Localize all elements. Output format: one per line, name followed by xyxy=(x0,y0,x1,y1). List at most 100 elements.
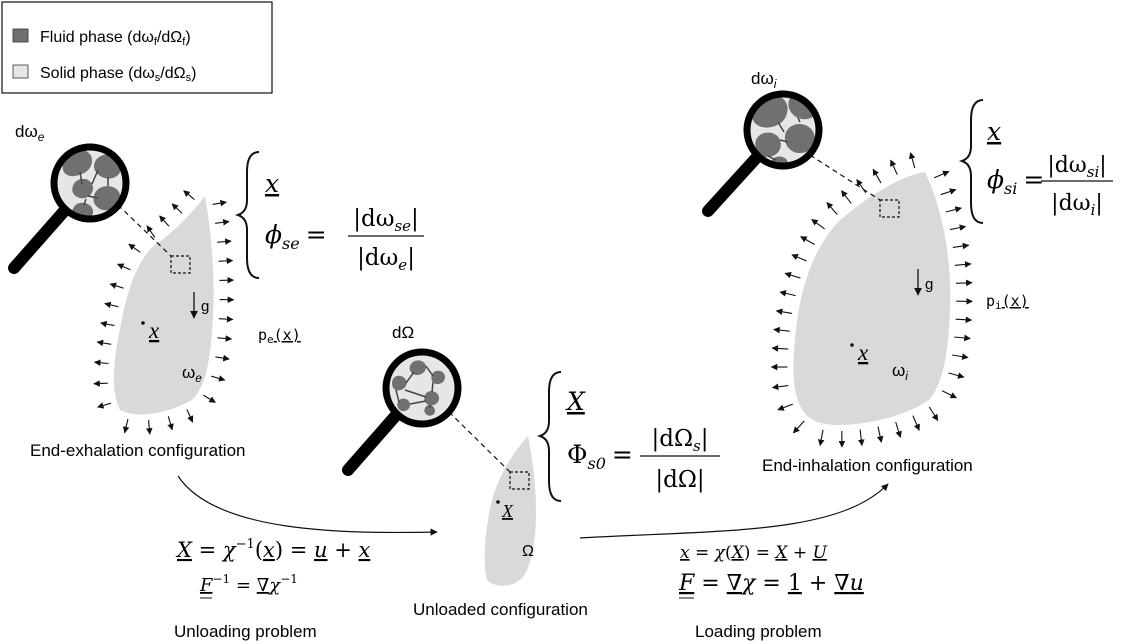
exhalation-sample-box xyxy=(170,255,191,274)
exhalation-pressure-arrow xyxy=(171,203,183,214)
exhalation-pressure-arrow xyxy=(215,219,230,226)
unloaded-sample-box xyxy=(509,471,530,490)
exhalation-magnifier-label: dωe xyxy=(15,122,45,144)
unloaded-zoom-line xyxy=(448,411,511,473)
inhalation-point-label: x xyxy=(857,340,869,365)
svg-text:|dΩ|: |dΩ| xyxy=(655,467,704,493)
inhalation-pressure-arrow xyxy=(954,334,971,342)
legend-fluid-label: Fluid phase (dωf/dΩf) xyxy=(40,29,191,48)
legend-solid-label: Solid phase (dωs/dΩs) xyxy=(40,65,196,84)
exhalation-pressure-arrow xyxy=(93,359,109,367)
loading-arrow xyxy=(579,483,889,539)
exhalation-pressure-arrow xyxy=(218,315,234,323)
unloading-equation-1: X = χ−1(x) = u + x xyxy=(175,537,370,562)
unloaded-equation-system: X Φs0= |dΩs| |dΩ| xyxy=(536,371,720,502)
inhalation-pressure-arrow xyxy=(773,326,790,334)
inhalation-configuration: dωi x g ωi pi(x) End-inhalation configur… xyxy=(702,69,1113,475)
inhalation-pressure-arrow xyxy=(784,271,801,279)
exhalation-pressure-arrow xyxy=(159,215,170,227)
inhalation-pressure-arrow xyxy=(771,383,789,391)
inhalation-point-marker xyxy=(850,343,854,347)
unloaded-config-label: Unloaded configuration xyxy=(413,600,588,619)
svg-text:ϕse=: ϕse= xyxy=(265,220,327,253)
exhalation-pressure-label: pe(x) xyxy=(258,326,301,346)
exhalation-pressure-arrow xyxy=(93,380,108,387)
unloaded-magnifier-label: dΩ xyxy=(392,323,414,342)
exhalation-pressure-arrow xyxy=(96,402,112,409)
exhalation-domain-label: ωe xyxy=(182,363,202,385)
inhalation-pressure-arrow xyxy=(895,421,902,438)
exhalation-pressure-arrow xyxy=(203,394,216,403)
exhalation-configuration: dωe x g ωe pe(x) End-exhalation configur… xyxy=(8,122,424,460)
unloaded-point-marker xyxy=(496,500,500,504)
loading-equation-1: x = χ(X) = X + U xyxy=(680,543,828,563)
inhalation-pressure-arrow xyxy=(952,242,970,250)
inhalation-pressure-arrow xyxy=(890,159,898,175)
inhalation-pressure-arrow xyxy=(872,168,882,184)
svg-text:|dωse|: |dωse| xyxy=(353,206,419,235)
inhalation-zoom-line xyxy=(809,154,881,201)
unloaded-point-label: X xyxy=(501,501,514,521)
inhalation-equation-system: x ϕsi= |dωsi| |dωi| xyxy=(958,99,1113,224)
exhalation-pressure-arrow xyxy=(212,199,227,207)
inhalation-pressure-arrow xyxy=(792,420,805,434)
unloaded-configuration: dΩ X Ω Unloaded configuration X Φs0= |dΩ… xyxy=(342,323,720,619)
exhalation-pressure-arrow xyxy=(109,282,124,289)
exhalation-pressure-arrow xyxy=(104,301,119,309)
exhalation-pressure-arrow xyxy=(146,225,156,238)
inhalation-pressure-arrow xyxy=(949,224,967,231)
inhalation-pressure-arrow xyxy=(912,415,920,431)
inhalation-pressure-arrow xyxy=(841,190,852,204)
svg-text:Φs0=: Φs0= xyxy=(567,440,633,473)
inhalation-pressure-arrow xyxy=(955,316,973,324)
inhalation-pressure-arrow xyxy=(945,206,962,213)
legend: Fluid phase (dωf/dΩf) Solid phase (dωs/d… xyxy=(1,1,273,94)
exhalation-pressure-arrow xyxy=(186,409,194,423)
inhalation-pressure-label: pi(x) xyxy=(986,292,1029,312)
exhalation-pressure-arrow xyxy=(100,320,115,328)
unloading-problem: X = χ−1(x) = u + x F−1 = ∇χ−1 Unloading … xyxy=(174,537,370,641)
unloading-problem-label: Unloading problem xyxy=(174,622,317,641)
inhalation-pressure-arrow xyxy=(811,218,825,230)
inhalation-pressure-arrow xyxy=(777,403,793,411)
exhalation-domain xyxy=(113,196,214,415)
inhalation-pressure-arrow xyxy=(908,152,916,169)
exhalation-zoom-line xyxy=(117,204,172,257)
exhalation-point-marker xyxy=(141,321,145,325)
unloaded-domain xyxy=(484,436,536,586)
exhalation-pressure-arrow xyxy=(218,257,234,265)
exhalation-gravity-label: g xyxy=(201,298,209,315)
exhalation-pressure-arrow xyxy=(217,335,233,342)
inhalation-magnifier xyxy=(702,90,823,217)
inhalation-pressure-arrow xyxy=(817,429,825,447)
inhalation-pressure-arrow xyxy=(952,353,969,360)
inhalation-config-label: End-inhalation configuration xyxy=(762,456,973,475)
exhalation-pressure-arrow xyxy=(215,354,230,362)
svg-text:X: X xyxy=(565,387,586,416)
inhalation-gravity-label: g xyxy=(925,276,933,293)
solid-swatch xyxy=(12,64,29,79)
inhalation-pressure-arrow xyxy=(933,170,950,179)
inhalation-pressure-arrow xyxy=(955,279,973,287)
exhalation-pressure-arrow xyxy=(211,375,226,382)
exhalation-point-label: x xyxy=(148,318,160,343)
exhalation-pressure-arrow xyxy=(116,263,131,271)
inhalation-pressure-arrow xyxy=(940,188,957,196)
inhalation-pressure-arrow xyxy=(941,390,957,399)
inhalation-domain xyxy=(793,172,951,425)
inhalation-pressure-arrow xyxy=(826,201,838,216)
unloaded-magnifier xyxy=(342,348,462,476)
exhalation-pressure-arrow xyxy=(122,418,130,434)
svg-text:x: x xyxy=(265,169,279,198)
svg-text:|dΩs|: |dΩs| xyxy=(652,426,709,455)
inhalation-magnifier-label: dωi xyxy=(751,69,777,91)
svg-text:x: x xyxy=(987,117,1001,146)
loading-problem-label: Loading problem xyxy=(695,622,822,641)
exhalation-config-label: End-exhalation configuration xyxy=(30,441,245,460)
inhalation-pressure-arrow xyxy=(779,290,796,297)
fluid-swatch xyxy=(12,28,29,43)
inhalation-pressure-arrow xyxy=(948,372,965,379)
inhalation-pressure-arrow xyxy=(775,308,793,316)
loading-problem: x = χ(X) = X + U F = ∇χ = 1 + ∇u Loading… xyxy=(678,543,864,641)
svg-text:ϕsi=: ϕsi= xyxy=(987,165,1044,198)
